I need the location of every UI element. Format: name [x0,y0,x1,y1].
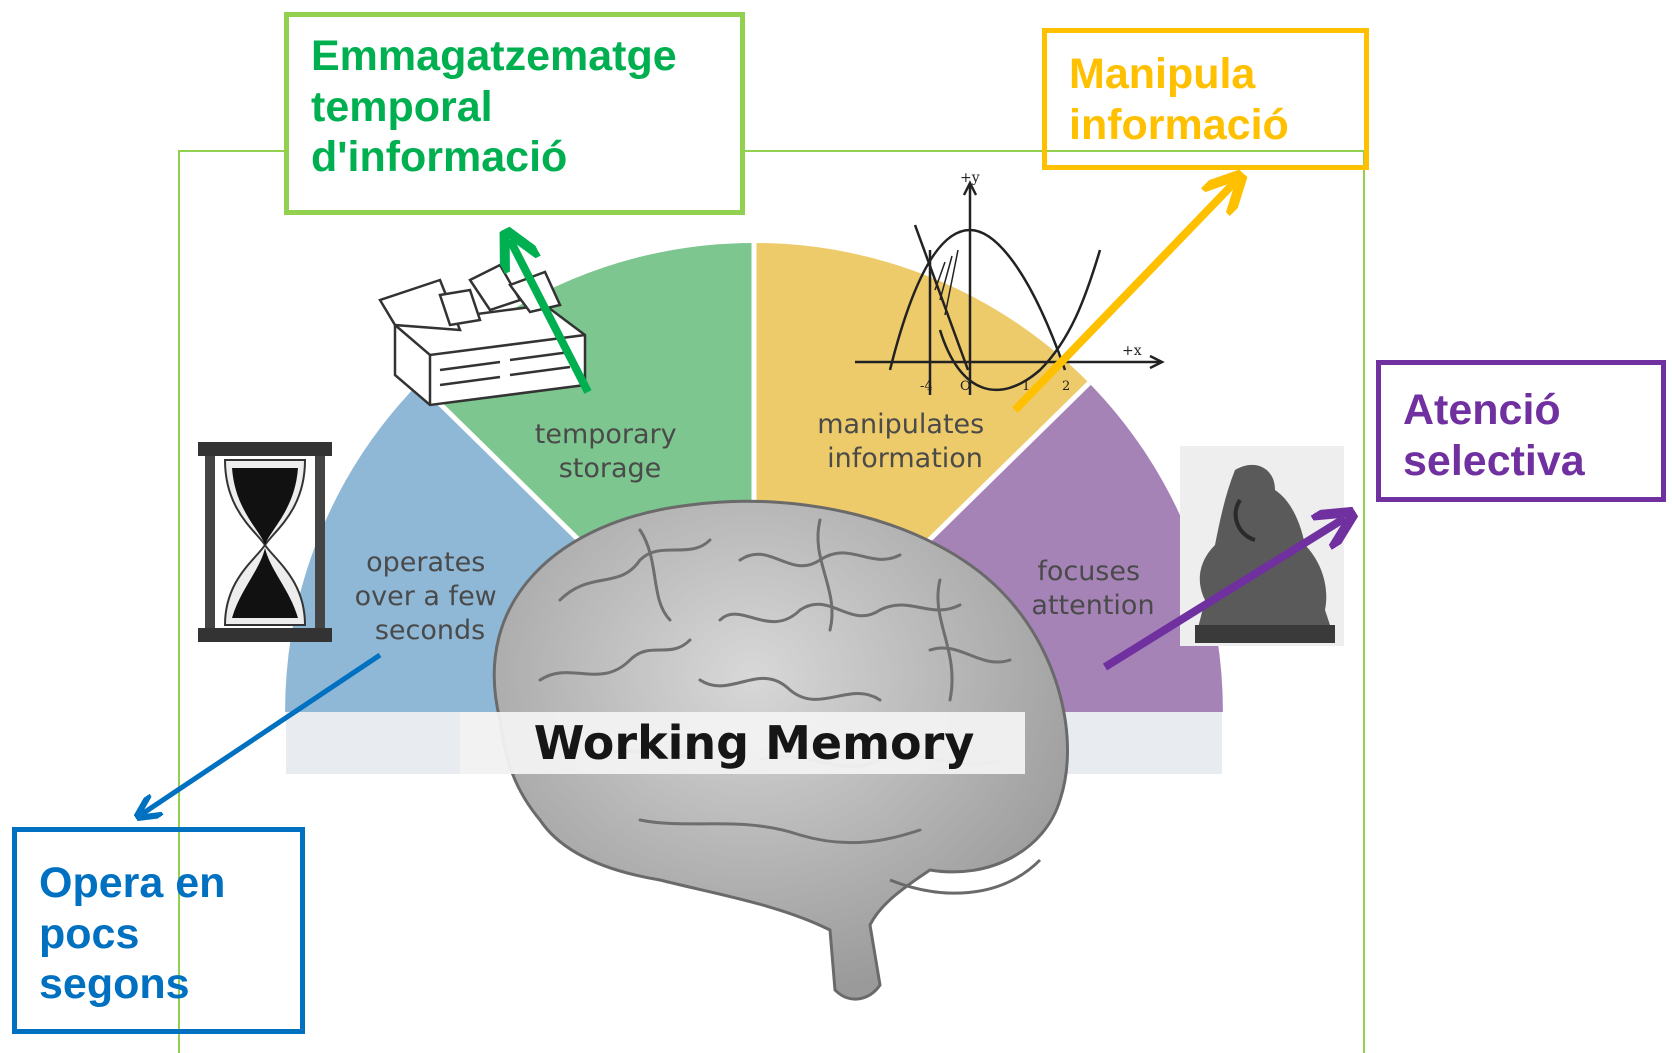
svg-text:2: 2 [1062,379,1070,394]
svg-text:1: 1 [1022,379,1030,394]
filing-box-icon [378,263,587,407]
callout-storage-line-1: Emmagatzematge [311,32,677,80]
hourglass-icon [198,442,332,642]
arrow-opera [142,652,382,814]
arrow-atencio [1102,518,1345,671]
svg-text:+x: +x [1122,343,1142,359]
callout-manipula: Manipula informació [1042,28,1369,170]
thinker-statue-icon [1180,446,1344,646]
svg-text:O: O [960,379,971,394]
callout-opera-line-3: segons [39,960,190,1009]
title-band [460,712,1025,774]
segment-manipulates-label: manipulates information [817,409,993,474]
callout-manipula-line-2: informació [1069,100,1289,149]
graph-icon: +y +x -4 O 1 2 [855,170,1165,395]
image-frame [178,150,1365,1053]
arrow-manipula [1012,182,1235,413]
callout-atencio-line-1: Atenció [1403,386,1561,434]
callout-atencio-line-2: selectiva [1403,436,1585,485]
callout-opera: Opera en pocs segons [12,827,305,1034]
segment-attention-label: focuses attention [1031,556,1154,621]
arrow-storage [510,240,592,394]
callout-opera-line-2: pocs [39,909,140,958]
svg-text:+y: +y [960,170,980,186]
callout-storage: Emmagatzematge temporal d'informació [284,12,745,215]
callout-storage-line-2: temporal [311,82,493,131]
callout-storage-line-3: d'informació [311,133,568,182]
segment-storage-label: temporary storage [535,419,685,484]
callout-opera-line-1: Opera en [39,859,226,907]
svg-text:-4: -4 [920,379,933,394]
diagram-title: Working Memory [534,716,975,770]
callout-manipula-line-1: Manipula [1069,50,1256,98]
segment-operates-label: operates over a few seconds [355,547,506,646]
callout-atencio: Atenció selectiva [1376,360,1666,502]
